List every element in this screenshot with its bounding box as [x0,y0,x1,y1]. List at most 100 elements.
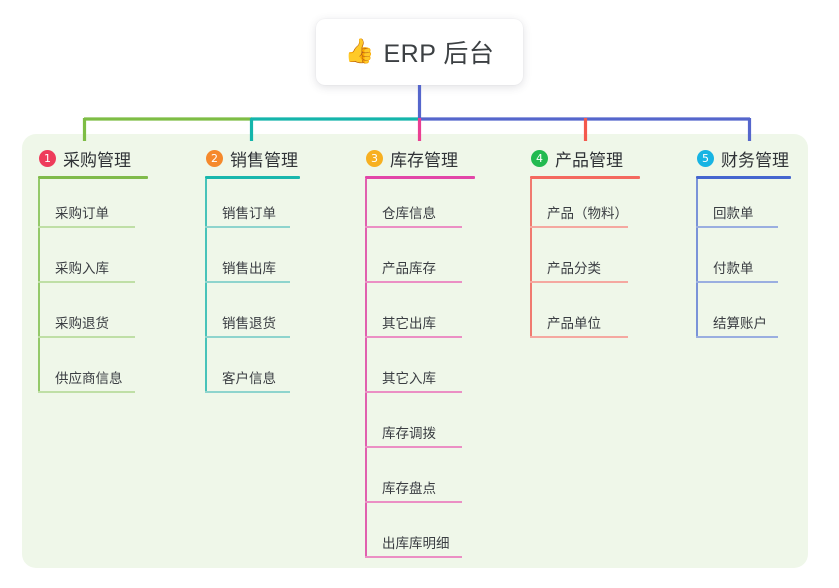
branch-item[interactable]: 出库库明细 [365,509,475,564]
branch-header-5[interactable]: 5 财务管理 [696,146,791,170]
branch-rule [530,176,640,179]
branch-item-rule [530,281,628,283]
branch-rule [365,176,475,179]
branch-item[interactable]: 仓库信息 [365,179,475,234]
branch-item-label: 采购入库 [55,261,109,276]
branch-item[interactable]: 产品库存 [365,234,475,289]
branch-item-rule [205,226,290,228]
branch-header-1[interactable]: 1 采购管理 [38,146,148,170]
branch-item[interactable]: 销售退货 [205,289,300,344]
branch-item-rule [365,226,462,228]
branch-item-rule [38,336,135,338]
branch-item-rule [696,281,778,283]
branch-item-rule [365,391,462,393]
branch-item-rule [530,226,628,228]
branch-header-2[interactable]: 2 销售管理 [205,146,300,170]
branch-spine [365,179,367,558]
branch-item-label: 供应商信息 [55,371,123,386]
branch-item-label: 回款单 [713,206,754,221]
branch-item[interactable]: 客户信息 [205,344,300,399]
branch-item-label: 客户信息 [222,371,276,386]
branch-spine [38,179,40,393]
branch-title: 采购管理 [63,150,131,170]
branch-item[interactable]: 采购入库 [38,234,148,289]
branch-title: 库存管理 [390,150,458,170]
branch-items: 采购订单采购入库采购退货供应商信息 [38,179,148,399]
branch-item-label: 其它入库 [382,371,436,386]
branch-item-rule [205,281,290,283]
branch-column-1: 1 采购管理采购订单采购入库采购退货供应商信息 [38,146,148,399]
branch-item[interactable]: 库存调拨 [365,399,475,454]
thumbs-up-icon: 👍 [344,38,375,65]
branch-number-badge: 3 [366,149,383,167]
branch-item[interactable]: 供应商信息 [38,344,148,399]
branch-item-rule [205,336,290,338]
branch-item-label: 产品（物料） [547,206,628,221]
branch-number-badge: 5 [697,149,714,167]
branch-item[interactable]: 采购订单 [38,179,148,234]
branch-column-4: 4 产品管理产品（物料） 产品分类产品单位 [530,146,640,344]
branch-item-label: 结算账户 [713,316,767,331]
branch-items: 销售订单销售出库销售退货客户信息 [205,179,300,399]
branch-number-badge: 4 [531,149,548,167]
branch-item[interactable]: 产品（物料） [530,179,640,234]
branch-items: 仓库信息产品库存其它出库其它入库库存调拨库存盘点出库库明细 [365,179,475,564]
branch-item-label: 销售订单 [222,206,276,221]
branch-item-label: 销售出库 [222,261,276,276]
branch-item[interactable]: 产品分类 [530,234,640,289]
branch-item-label: 销售退货 [222,316,276,331]
branch-item-label: 付款单 [713,261,754,276]
branch-title: 财务管理 [721,150,789,170]
branch-title: 产品管理 [555,150,623,170]
branch-rule [38,176,148,179]
branch-item[interactable]: 销售订单 [205,179,300,234]
branch-item-rule [696,226,778,228]
branch-item-rule [365,281,462,283]
branch-item[interactable]: 库存盘点 [365,454,475,509]
branch-item-rule [38,226,135,228]
root-node-content: 👍 ERP 后台 [345,34,495,70]
branch-number-badge: 1 [39,149,56,167]
branch-item-label: 采购退货 [55,316,109,331]
branch-item-label: 产品分类 [547,261,601,276]
branches-panel [22,134,808,568]
branch-item-rule [205,391,290,393]
branch-item[interactable]: 产品单位 [530,289,640,344]
branch-item-rule [696,336,778,338]
root-node-erp-backend[interactable]: 👍 ERP 后台 [316,19,523,85]
branch-item-label: 其它出库 [382,316,436,331]
branch-title: 销售管理 [230,150,298,170]
branch-item[interactable]: 结算账户 [696,289,791,344]
branch-spine [530,179,532,338]
branch-item-rule [365,501,462,503]
branch-number-badge: 2 [206,149,223,167]
branch-item-rule [365,336,462,338]
branch-item-label: 库存盘点 [382,481,436,496]
root-node-title: ERP 后台 [383,40,495,68]
branch-item[interactable]: 回款单 [696,179,791,234]
branch-column-2: 2 销售管理销售订单销售出库销售退货客户信息 [205,146,300,399]
branch-spine [205,179,207,393]
branch-rule [205,176,300,179]
branch-item-rule [365,556,462,558]
branch-item[interactable]: 其它入库 [365,344,475,399]
branch-item[interactable]: 采购退货 [38,289,148,344]
branch-rule [696,176,791,179]
branch-spine [696,179,698,338]
branch-item-label: 产品库存 [382,261,436,276]
branch-items: 产品（物料） 产品分类产品单位 [530,179,640,344]
branch-item-rule [530,336,628,338]
branch-item-rule [365,446,462,448]
branch-header-3[interactable]: 3 库存管理 [365,146,475,170]
branch-item-label: 采购订单 [55,206,109,221]
branch-header-4[interactable]: 4 产品管理 [530,146,640,170]
branch-column-5: 5 财务管理回款单付款单结算账户 [696,146,791,344]
branch-item[interactable]: 付款单 [696,234,791,289]
branch-item-label: 库存调拨 [382,426,436,441]
branch-items: 回款单付款单结算账户 [696,179,791,344]
branch-item[interactable]: 其它出库 [365,289,475,344]
branch-item-rule [38,391,135,393]
branch-item[interactable]: 销售出库 [205,234,300,289]
